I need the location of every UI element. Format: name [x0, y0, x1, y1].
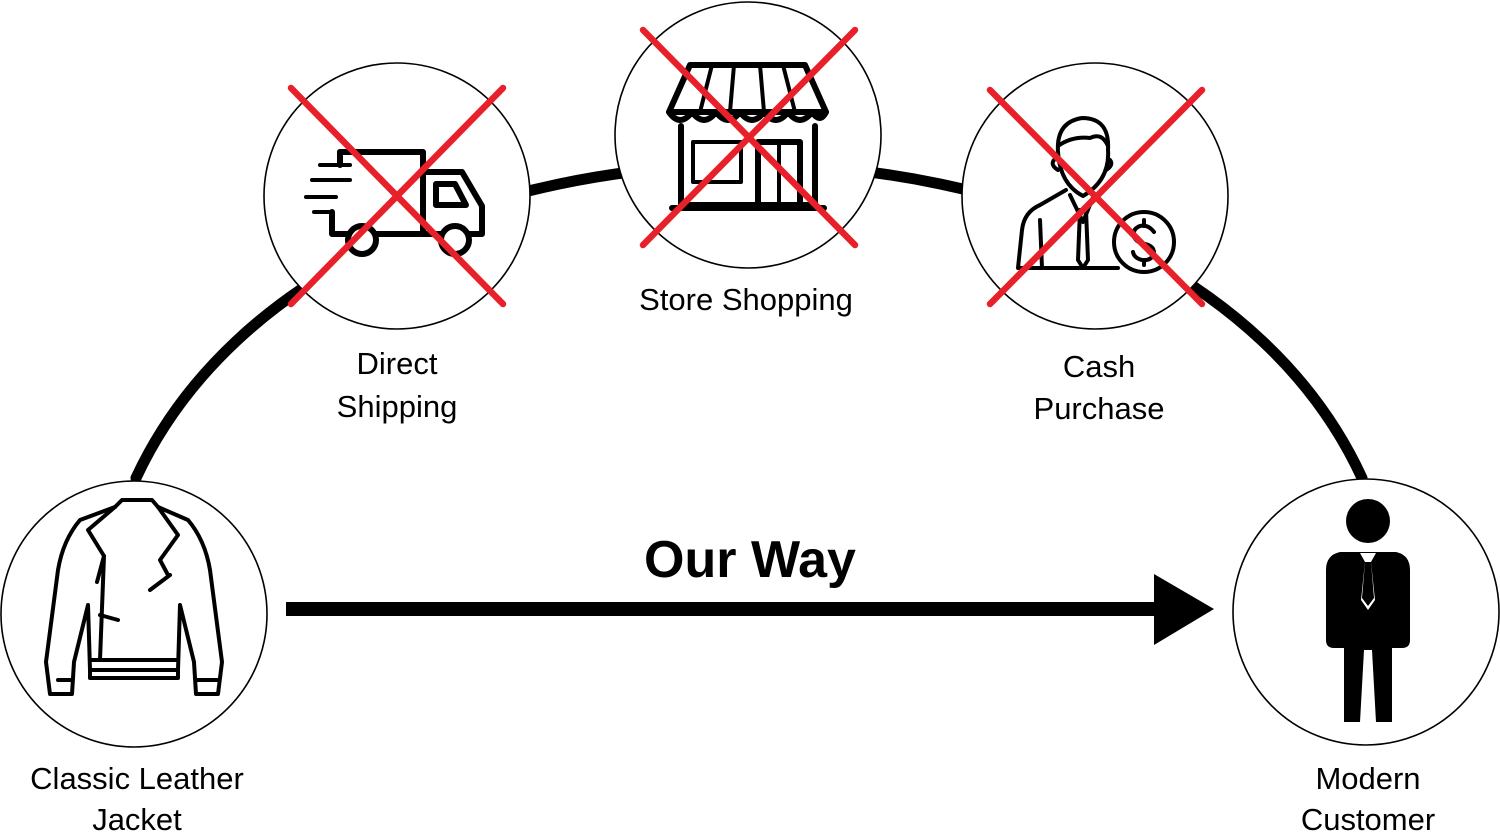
step-label-line1: Store Shopping: [639, 282, 853, 317]
crossed-out-mark: [639, 26, 859, 249]
step-label-line2: Purchase: [1034, 391, 1165, 426]
start-node-circle: [0, 480, 268, 748]
businessman-icon: [1326, 499, 1410, 722]
arrow-head: [1154, 574, 1214, 645]
storefront-icon: [666, 62, 829, 211]
start-node-label-line2: Jacket: [92, 802, 182, 834]
step-label-line1: Cash: [1063, 349, 1135, 384]
start-node: Classic Leather Jacket: [0, 480, 268, 834]
crossed-out-mark: [287, 84, 507, 308]
step-cash-purchase: Cash Purchase: [961, 62, 1229, 426]
arrow-label: Our Way: [644, 531, 856, 589]
end-node-label-line1: Modern: [1315, 761, 1420, 796]
step-label-line2: Shipping: [337, 389, 458, 424]
our-way-arrow: [286, 574, 1214, 645]
end-node: Modern Customer: [1232, 478, 1500, 834]
step-store-shopping: Store Shopping: [614, 1, 882, 317]
crossed-out-mark: [986, 86, 1206, 308]
step-direct-shipping: Direct Shipping: [263, 62, 531, 424]
step-label-line1: Direct: [357, 346, 438, 381]
end-node-label-line2: Customer: [1301, 802, 1435, 834]
start-node-label-line1: Classic Leather: [30, 761, 244, 796]
leather-jacket-icon: [44, 498, 224, 696]
